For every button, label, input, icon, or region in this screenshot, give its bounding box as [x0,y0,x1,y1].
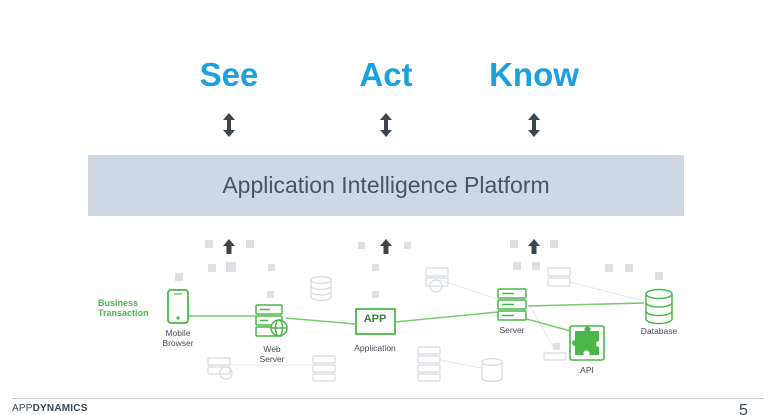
application-label: Application [354,343,396,353]
server-label: Server [499,325,525,335]
platform-bar: Application Intelligence Platform [88,155,684,216]
platform-label: Application Intelligence Platform [222,172,550,198]
server-icon [497,288,527,321]
api-label: API [580,365,594,375]
business-transaction-label: Business Transaction [98,298,149,318]
mobile-device-icon [167,289,189,324]
mobile-browser-label: Mobile Browser [162,328,194,348]
api-puzzle-icon [569,325,605,361]
heading-know: Know [489,56,579,93]
double-arrow-icon [223,113,235,137]
topology-diagram [167,239,673,383]
faded-connectors [230,279,641,369]
footer-divider [12,398,764,399]
app-badge-label: APP [363,313,387,325]
heading-see: See [199,56,259,93]
appdynamics-logo: APPDYNAMICS [12,403,88,414]
faded-ghost-icons [207,267,571,383]
web-server-label: Web Server [259,344,285,364]
web-server-icon [255,304,288,337]
database-icon [645,288,673,325]
connection-lines [188,302,645,334]
heading-act: Act [359,56,413,93]
double-arrow-icon [380,113,392,137]
app-box-icon [355,308,396,335]
double-arrow-icon [528,113,540,137]
page-number: 5 [739,402,748,415]
faded-squares [175,240,663,350]
up-arrow-icons [223,239,540,254]
database-label: Database [640,326,678,336]
